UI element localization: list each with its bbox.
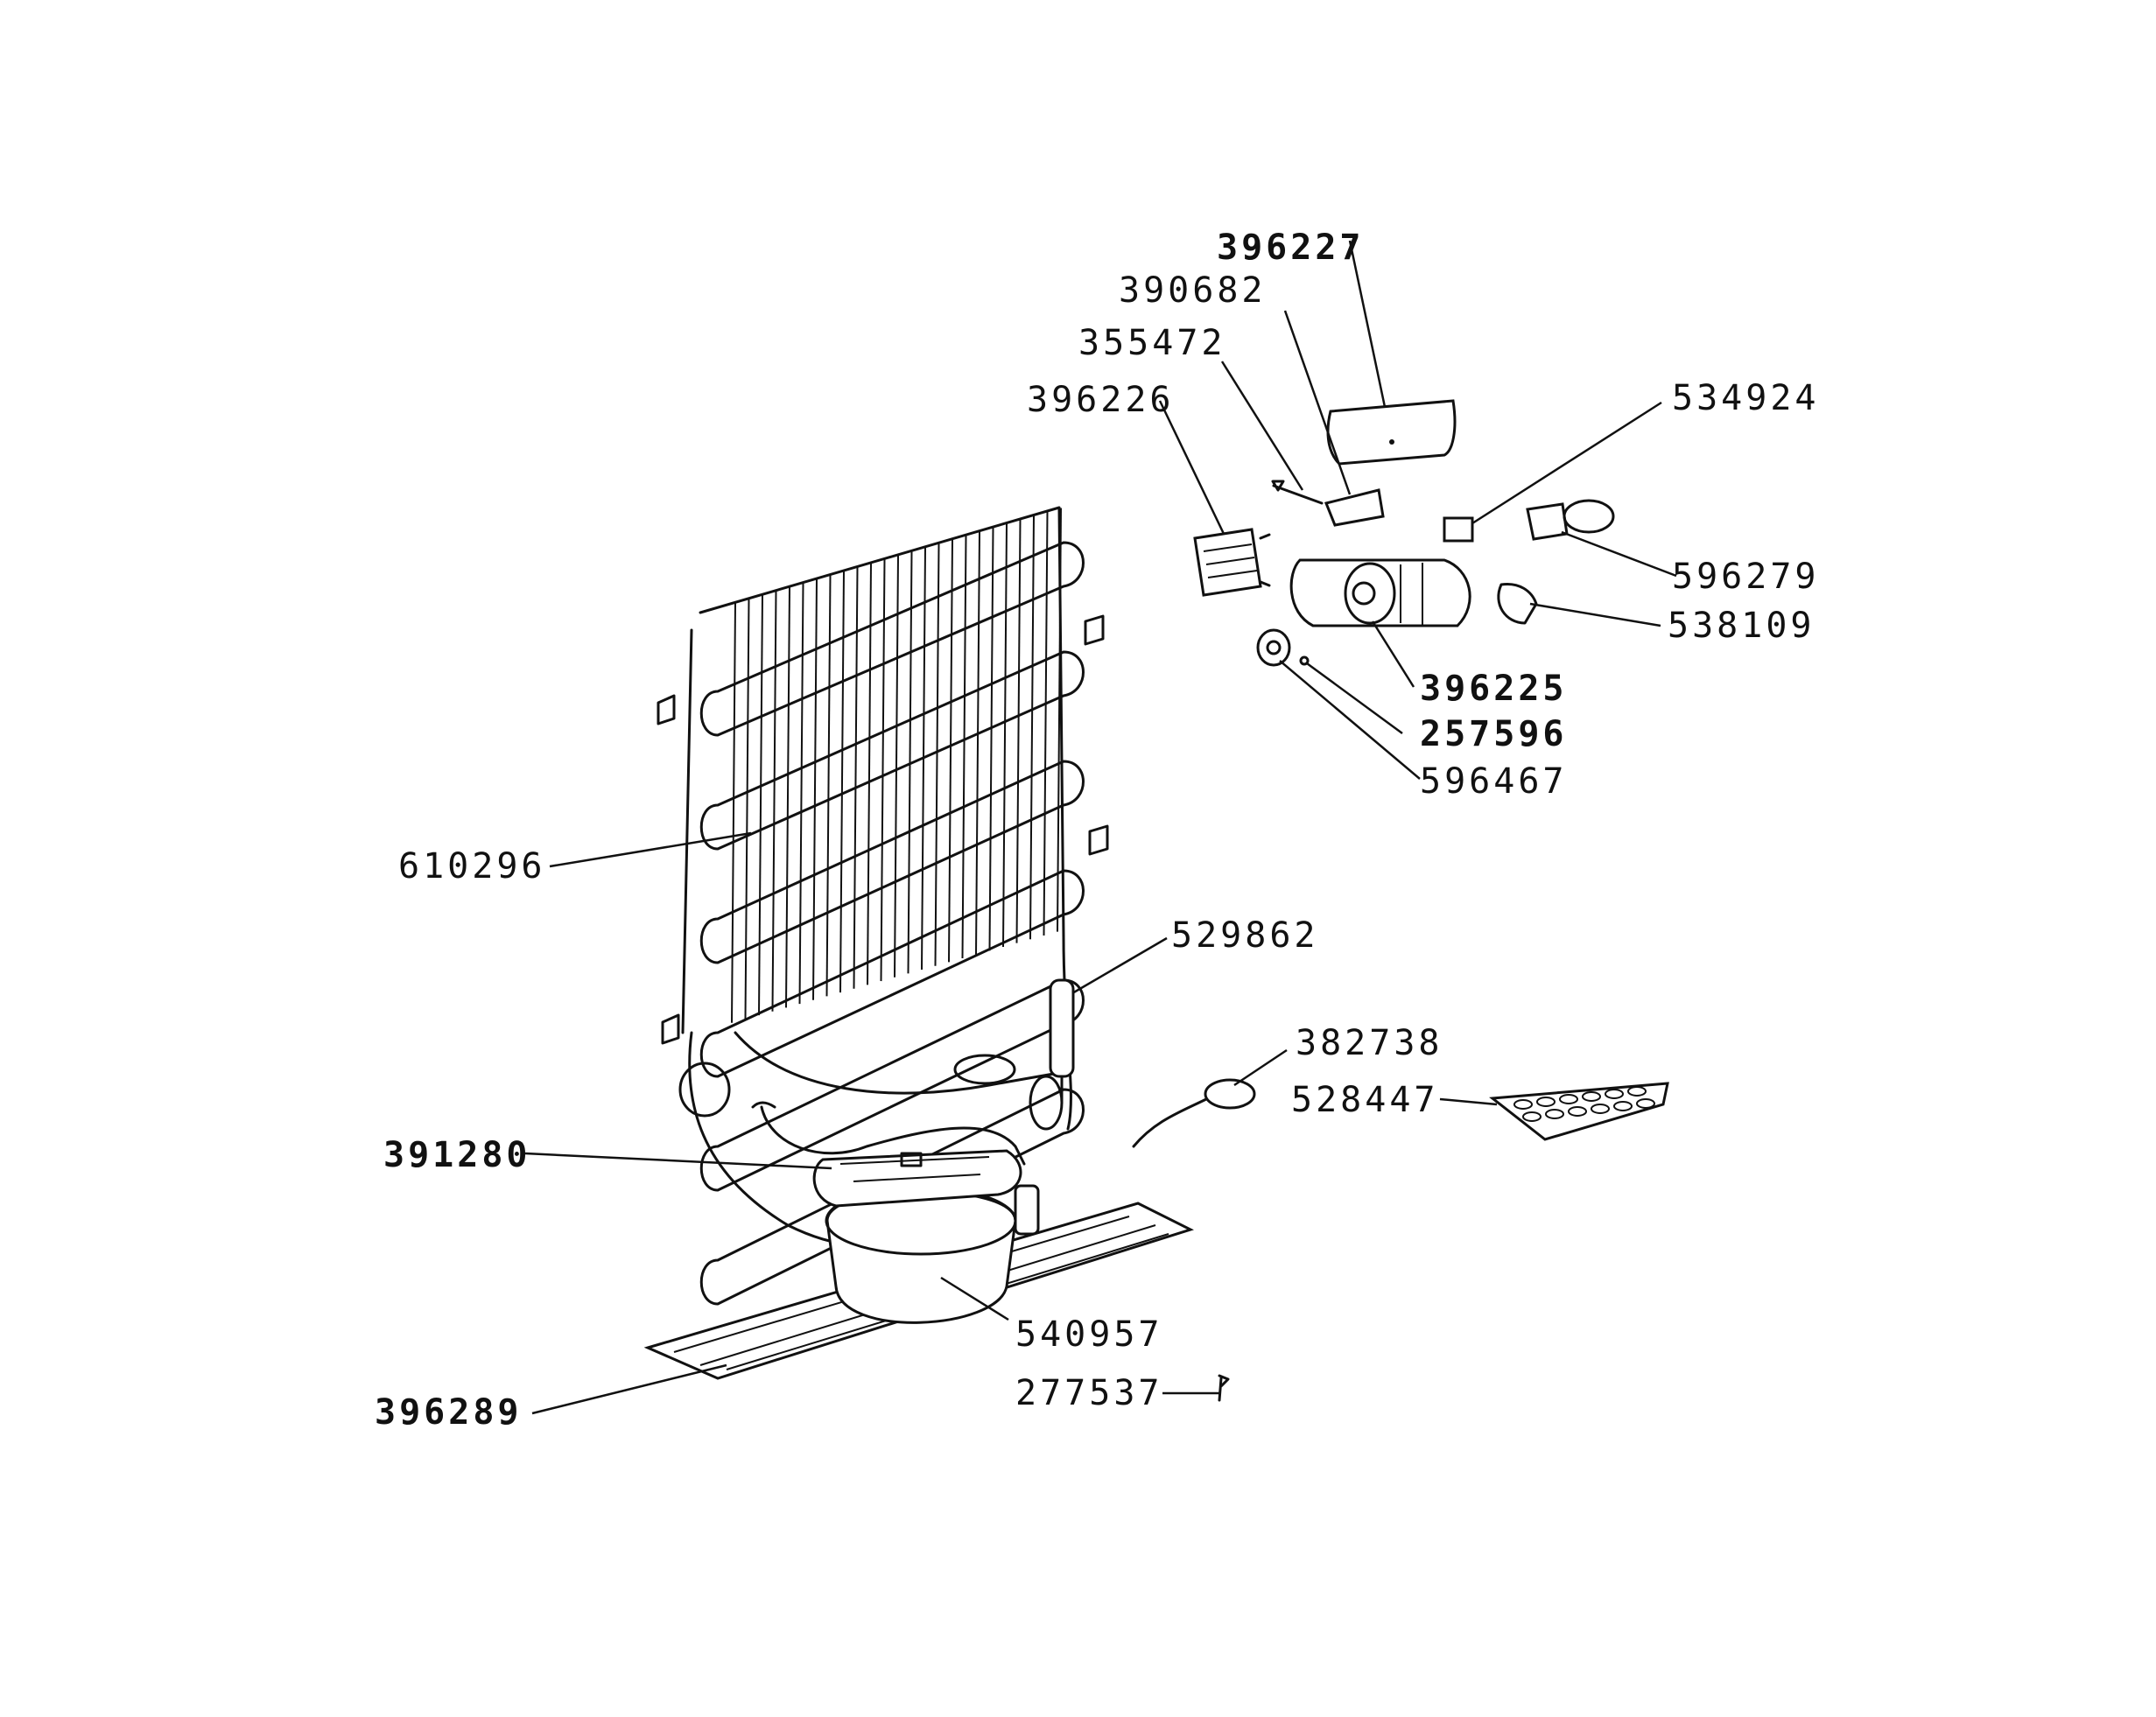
part-label-277537: 277537 [1015, 1373, 1163, 1413]
part-label-382738: 382738 [1296, 1023, 1443, 1063]
part-label-534924: 534924 [1672, 378, 1820, 418]
small-parts-drawing [1132, 1078, 1669, 1402]
part-labels: 396227 390682 355472 396226 534924 59627… [375, 228, 1820, 1433]
compressor-drawing [643, 1105, 1194, 1380]
part-label-396226: 396226 [1027, 380, 1175, 420]
part-label-396225: 396225 [1420, 669, 1568, 709]
part-label-390682: 390682 [1119, 270, 1267, 311]
part-label-391280: 391280 [383, 1135, 531, 1175]
part-label-257596: 257596 [1420, 714, 1568, 754]
part-label-528447: 528447 [1291, 1080, 1439, 1120]
part-label-529862: 529862 [1171, 915, 1319, 956]
thermostat-assembly-drawing [1193, 399, 1615, 667]
part-label-538109: 538109 [1668, 606, 1815, 646]
part-label-355472: 355472 [1078, 323, 1226, 363]
part-label-610296: 610296 [398, 846, 546, 887]
part-label-396289: 396289 [375, 1392, 523, 1433]
drier-tube-drawing [1049, 978, 1075, 1104]
part-label-396227: 396227 [1217, 228, 1365, 268]
leader-lines [524, 240, 1677, 1415]
part-label-596467: 596467 [1420, 761, 1568, 802]
part-label-540957: 540957 [1015, 1314, 1163, 1355]
part-label-596279: 596279 [1672, 557, 1820, 597]
condenser-coil-drawing [657, 506, 1109, 1306]
